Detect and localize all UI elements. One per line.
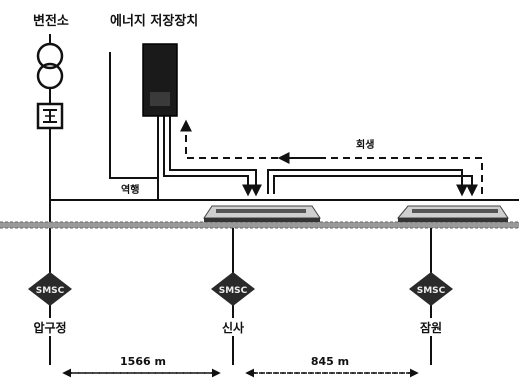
train-right bbox=[396, 205, 509, 222]
right-discharge-flow bbox=[267, 169, 478, 197]
station-name-apgujeong: 압구정 bbox=[33, 320, 66, 335]
distance-label-1: 1566 m bbox=[120, 355, 166, 368]
regen-flow bbox=[180, 119, 483, 194]
svg-text:SMSC: SMSC bbox=[219, 286, 248, 296]
discharge-flow bbox=[163, 116, 262, 197]
station-name-sinsa: 신사 bbox=[222, 320, 244, 335]
regen-label: 회생 bbox=[356, 138, 374, 151]
svg-text:SMSC: SMSC bbox=[36, 286, 65, 296]
train-left bbox=[203, 205, 321, 222]
station-name-jamwon: 잠원 bbox=[420, 320, 442, 335]
smsc-icon-apgujeong: SMSC bbox=[28, 272, 72, 306]
svg-text:SMSC: SMSC bbox=[417, 286, 446, 296]
feed-line-left bbox=[109, 52, 159, 200]
substation-label: 변전소 bbox=[33, 13, 69, 29]
distance-label-2: 845 m bbox=[311, 355, 349, 368]
storage-panel bbox=[150, 92, 170, 106]
smsc-icon-jamwon: SMSC bbox=[409, 272, 453, 306]
track-bed bbox=[0, 222, 519, 228]
discharge-label-box bbox=[118, 180, 148, 196]
energy-storage-label: 에너지 저장장치 bbox=[110, 13, 198, 29]
discharge-label: 역행 bbox=[121, 183, 139, 196]
rectifier-icon bbox=[36, 102, 64, 130]
transformer-icon bbox=[36, 34, 64, 104]
smsc-icon-sinsa: SMSC bbox=[211, 272, 255, 306]
